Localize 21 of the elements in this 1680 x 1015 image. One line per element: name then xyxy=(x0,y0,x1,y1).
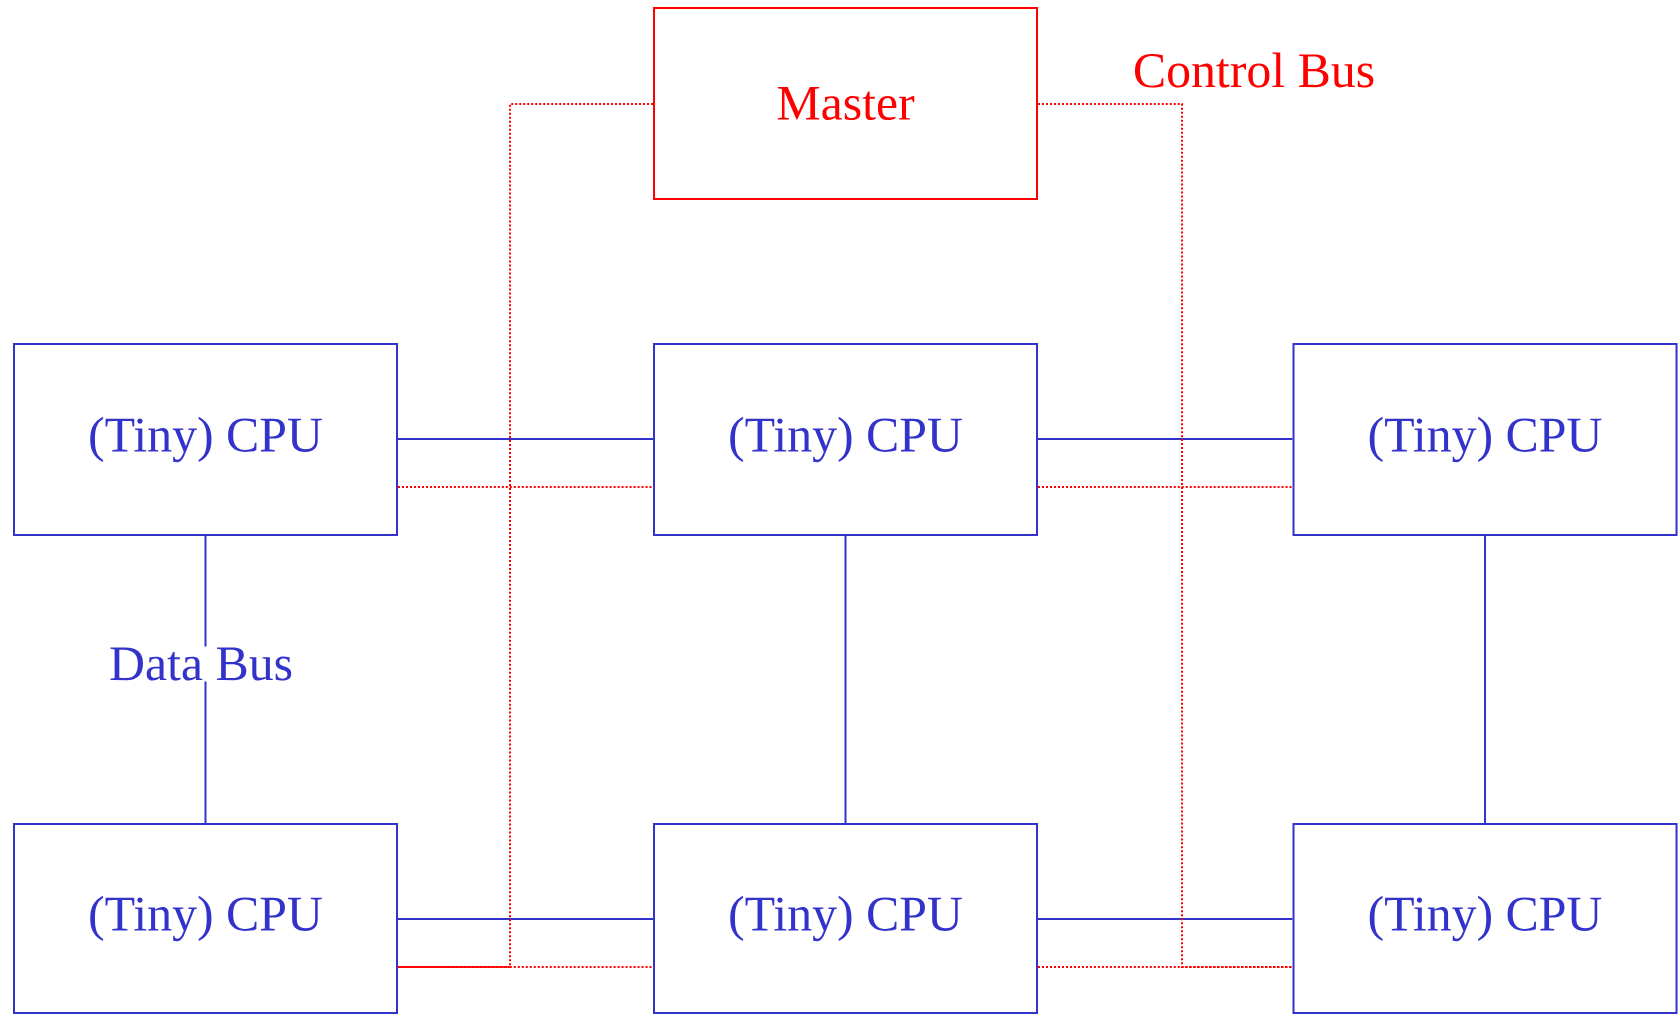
master-box: Master xyxy=(653,7,1038,200)
data-bus-line xyxy=(844,535,847,824)
cpu-box: (Tiny) CPU xyxy=(13,823,398,1014)
control-bus-line xyxy=(397,103,654,968)
data-bus-line xyxy=(397,918,654,920)
data-bus-line xyxy=(397,438,654,440)
data-bus-line xyxy=(1037,438,1294,440)
data-bus-line xyxy=(1484,535,1486,824)
data-bus-line xyxy=(1037,918,1294,920)
data-bus-line xyxy=(204,535,207,824)
control-bus-line xyxy=(397,486,654,488)
cpu-box: (Tiny) CPU xyxy=(1292,343,1678,536)
bus-label: Data Bus xyxy=(108,646,294,682)
cpu-box: (Tiny) CPU xyxy=(1292,823,1678,1014)
control-bus-line xyxy=(1037,486,1294,488)
bus-label: Control Bus xyxy=(1134,52,1374,88)
control-bus-line xyxy=(397,966,654,968)
cpu-box: (Tiny) CPU xyxy=(13,343,398,536)
cpu-box: (Tiny) CPU xyxy=(653,823,1038,1014)
control-bus-line xyxy=(1037,966,1294,968)
cpu-box: (Tiny) CPU xyxy=(653,343,1038,536)
